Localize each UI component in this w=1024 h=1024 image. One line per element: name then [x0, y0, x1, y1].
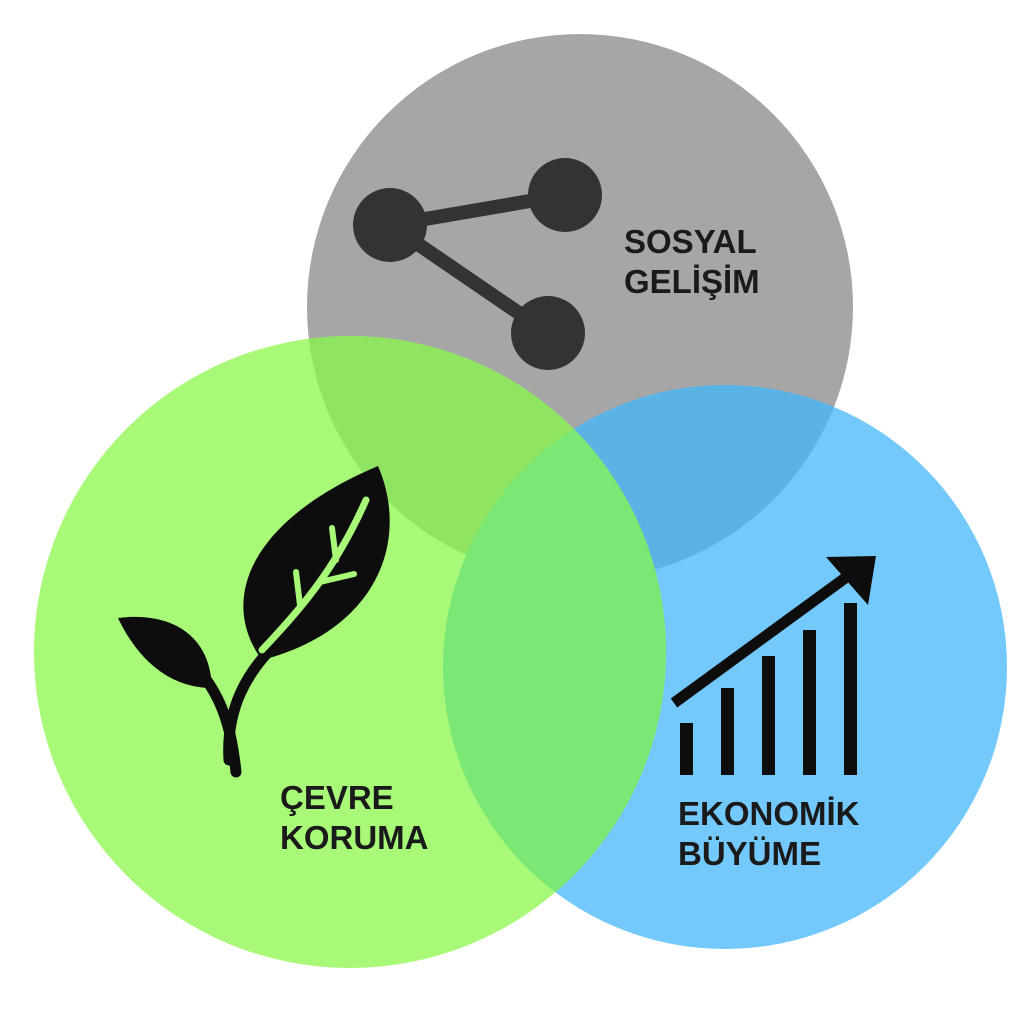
environment-label-line2: KORUMA: [280, 819, 429, 856]
plant-icon: [118, 466, 390, 778]
share-icon: [353, 158, 602, 370]
environment-label-line1: ÇEVRE: [280, 779, 394, 816]
growth-chart-icon: [670, 556, 876, 775]
social-label-line2: GELİŞİM: [624, 263, 760, 300]
economy-label-line2: BÜYÜME: [678, 835, 822, 872]
overlap-environment-economy: [443, 385, 666, 949]
economy-label-line1: EKONOMİK: [678, 795, 860, 832]
environment-protection-label: ÇEVRE KORUMA: [280, 778, 428, 858]
social-development-label: SOSYAL GELİŞİM: [624, 222, 760, 302]
economic-growth-label: EKONOMİK BÜYÜME: [678, 794, 860, 874]
social-label-line1: SOSYAL: [624, 223, 757, 260]
